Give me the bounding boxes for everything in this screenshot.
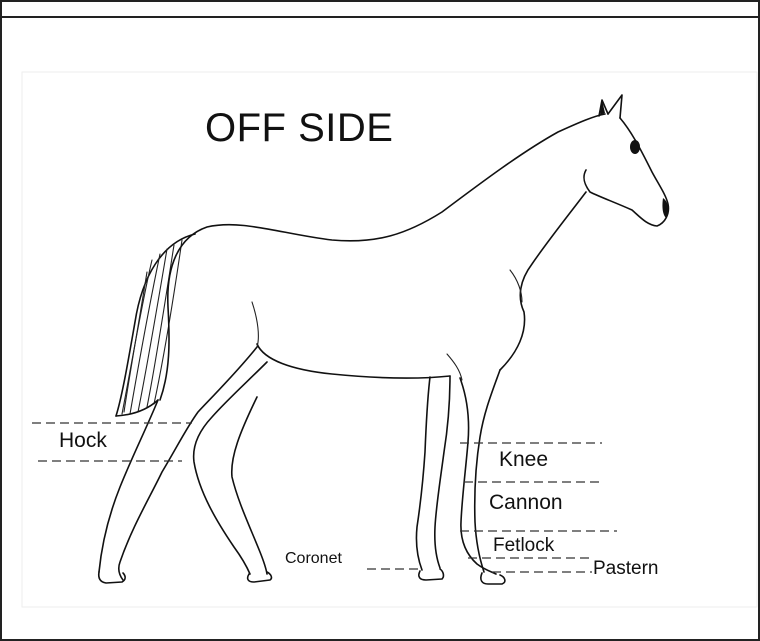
diagram-title: OFF SIDE [205, 108, 393, 148]
knee-label: Knee [499, 449, 548, 470]
cannon-label: Cannon [489, 492, 563, 513]
pastern-label: Pastern [593, 559, 658, 578]
fetlock-label: Fetlock [493, 536, 554, 555]
front-legs [416, 370, 504, 584]
hock-label: Hock [59, 430, 107, 451]
tail [116, 234, 195, 416]
coronet-label: Coronet [285, 551, 342, 567]
eye-icon [630, 140, 640, 154]
